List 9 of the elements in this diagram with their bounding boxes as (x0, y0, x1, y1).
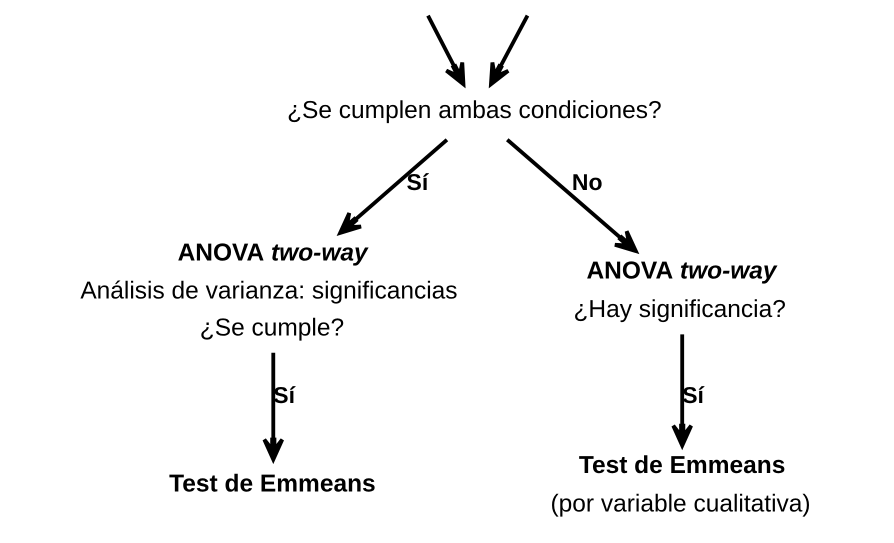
node-text: Test de Emmeans (168, 470, 376, 498)
node-text: ANOVA two-way Análisis de varianza: significancias ¿Se cumple? (80, 239, 458, 342)
edge-label: Sí (406, 169, 428, 196)
edge-label: No (571, 169, 602, 196)
edge-label: Sí (682, 382, 704, 408)
edge-label: Sí (272, 382, 294, 408)
node-text: Test de Emmeans (por variable cualitativa) (550, 452, 810, 518)
node-text: ¿Se cumplen ambas condiciones? (286, 96, 662, 124)
node-text: ANOVA two-way ¿Hay significancia? (572, 258, 786, 323)
